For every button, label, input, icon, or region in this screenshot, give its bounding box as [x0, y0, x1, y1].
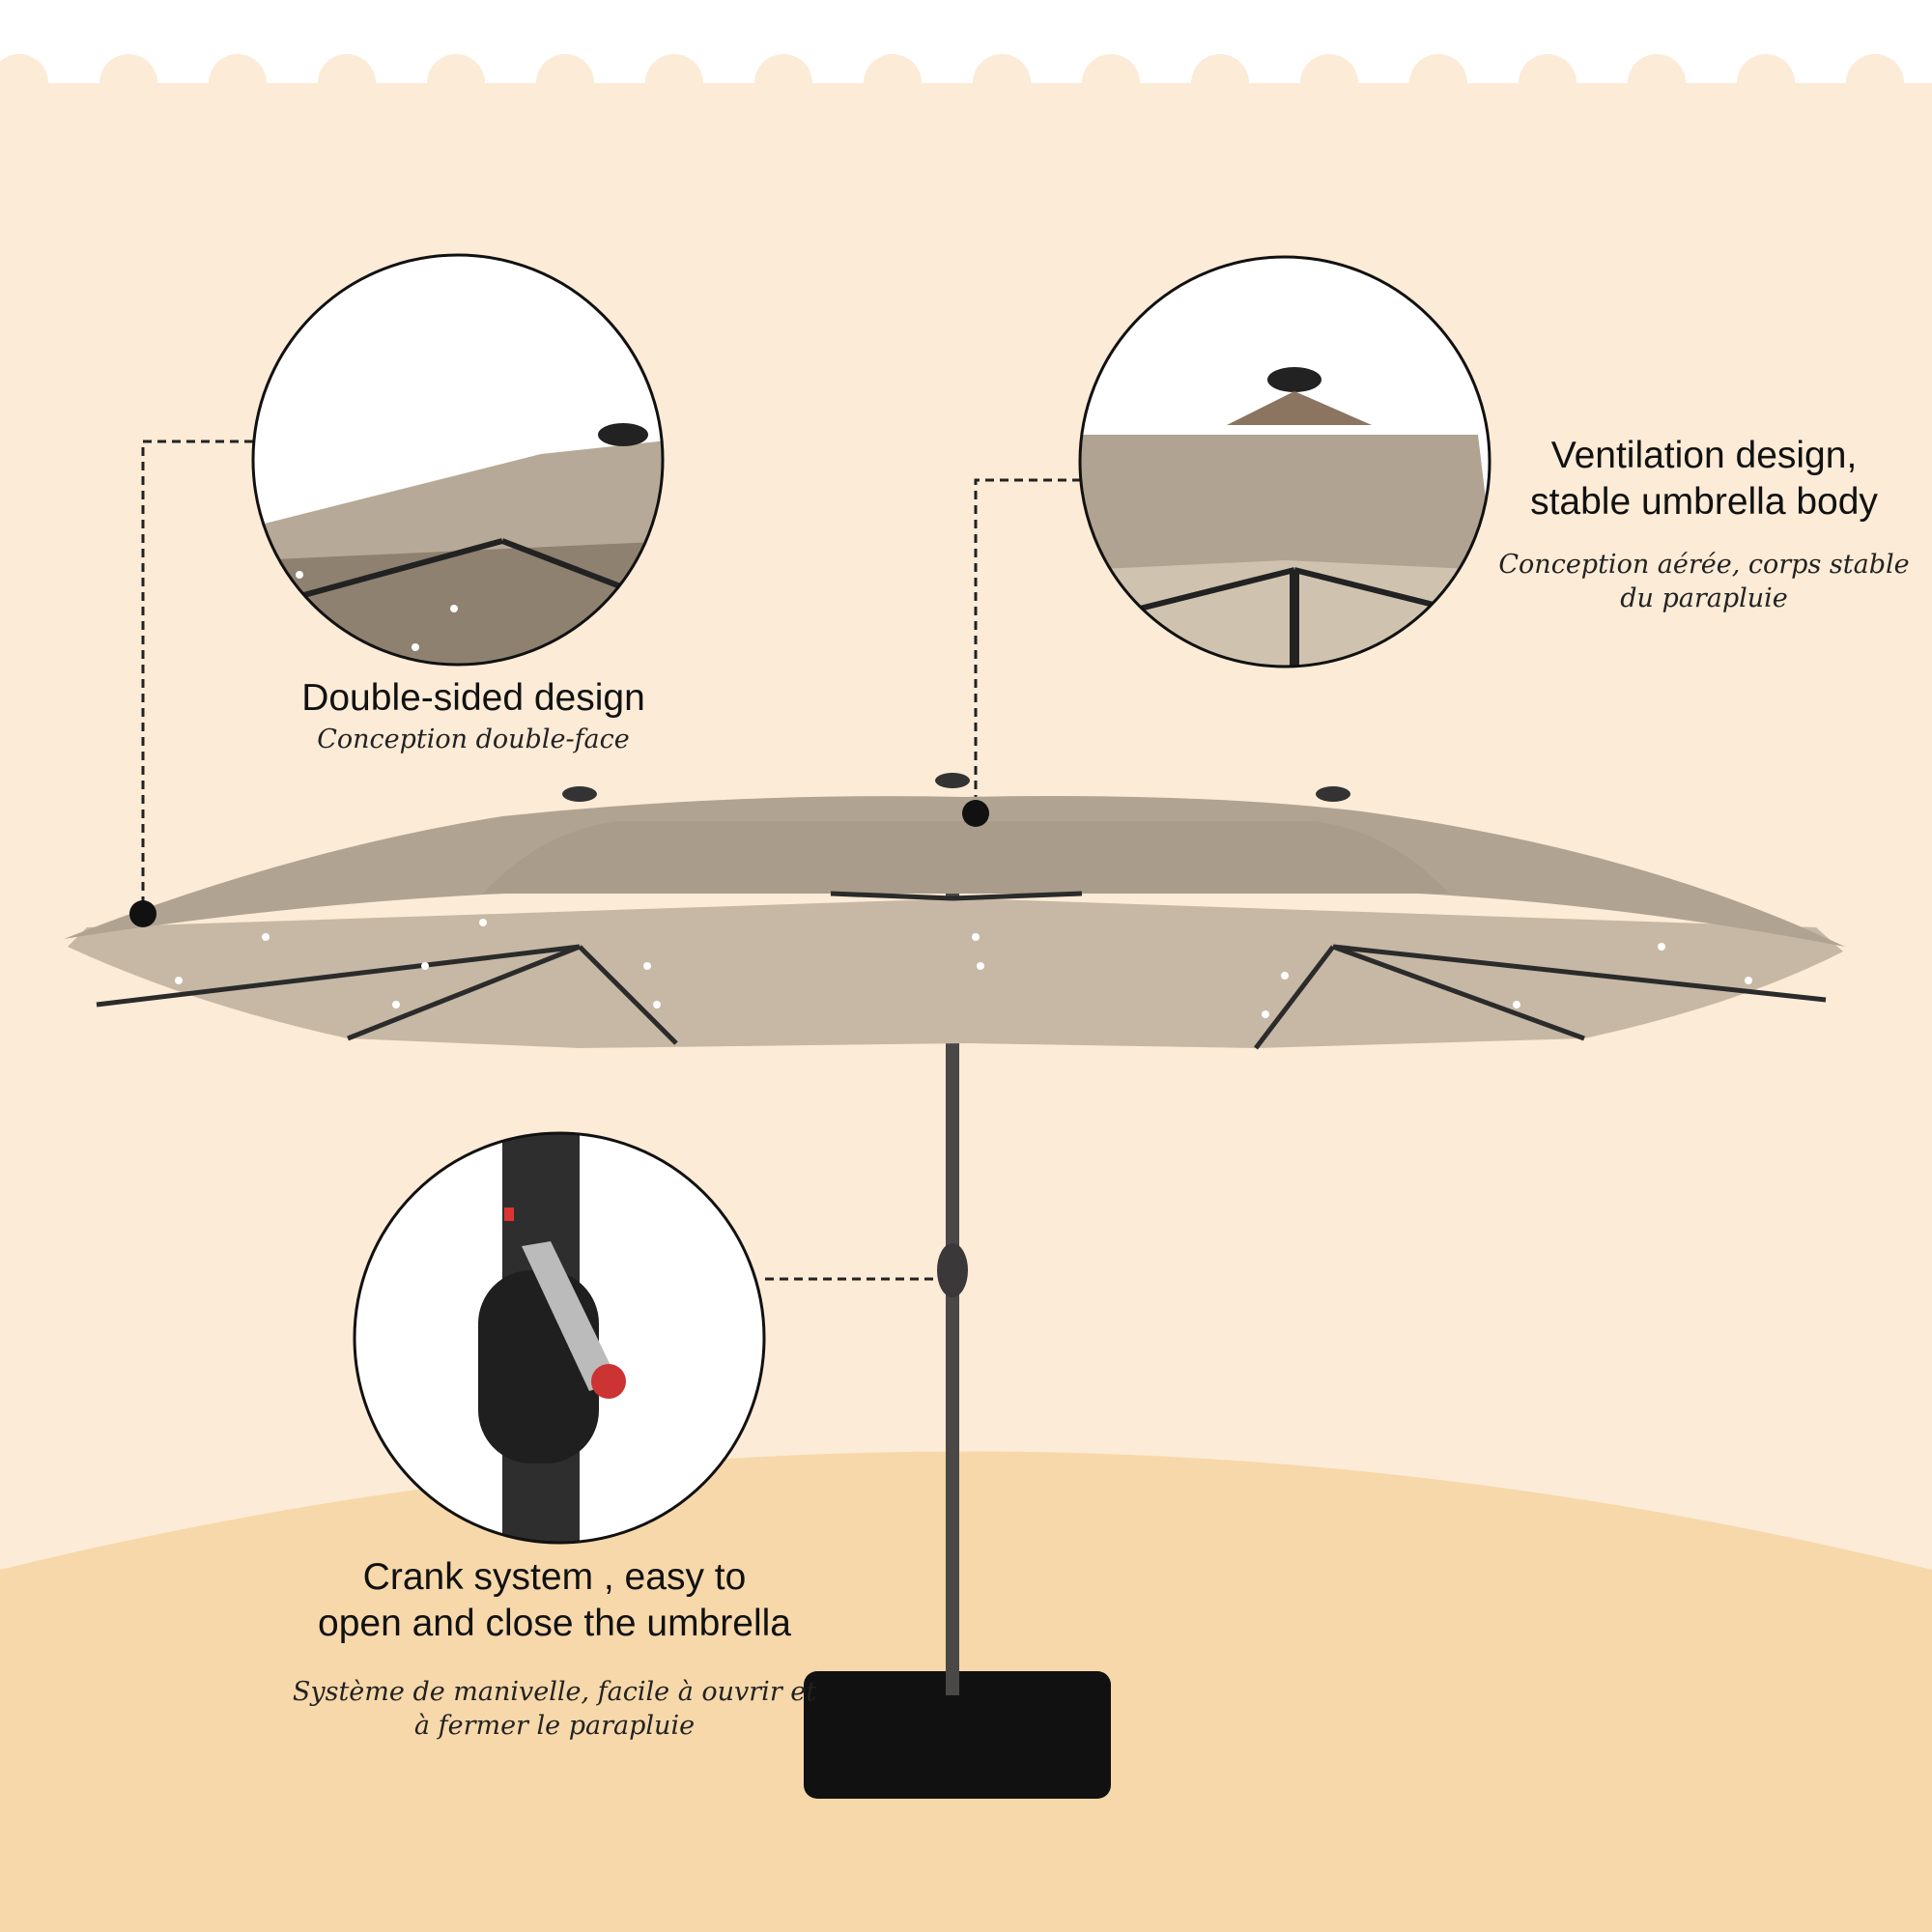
umbrella-base — [804, 1671, 1111, 1799]
solar-lights — [562, 773, 1350, 802]
scallop — [318, 54, 376, 112]
callout-dot-ventilation — [962, 800, 989, 827]
scallop — [1409, 54, 1467, 112]
scallop — [973, 54, 1031, 112]
led-lights — [175, 919, 1752, 1018]
umbrella — [64, 773, 1845, 1799]
scallop — [1082, 54, 1140, 112]
detail-circle-crank — [353, 1131, 766, 1545]
callout-dot-double-sided — [129, 900, 156, 927]
scallop — [1737, 54, 1795, 112]
title-line: Ventilation design, — [1550, 435, 1858, 476]
subtitle-line: Conception aérée, corps stable — [1498, 550, 1910, 580]
subtitle-line: Système de manivelle, facile à ouvrir et — [292, 1677, 817, 1707]
canopy-underside — [68, 898, 1843, 1048]
leader-line-ventilation — [974, 478, 1081, 810]
detail-circle-double-sided — [251, 253, 665, 667]
feature-title-double-sided: Double-sided design — [301, 677, 645, 719]
scallops — [0, 54, 1904, 112]
scallop — [427, 54, 485, 112]
umbrella-ribs — [96, 891, 1827, 1050]
detail-circle-ventilation — [1078, 255, 1492, 668]
scallop — [99, 54, 157, 112]
leader-line-double-sided — [141, 440, 253, 908]
scallop — [1300, 54, 1358, 112]
feature-title-ventilation: Ventilation design, stable umbrella body — [1463, 433, 1932, 526]
title-line: stable umbrella body — [1530, 481, 1878, 523]
subtitle-line: du parapluie — [1620, 583, 1788, 613]
scallop — [864, 54, 922, 112]
feature-subtitle-double-sided: Conception double-face — [317, 724, 630, 754]
scallop — [645, 54, 703, 112]
scallop — [536, 54, 594, 112]
feature-title-crank: Crank system , easy to open and close th… — [265, 1554, 844, 1647]
scallop — [1191, 54, 1249, 112]
scallop — [209, 54, 267, 112]
scallop — [754, 54, 812, 112]
feature-subtitle-ventilation: Conception aérée, corps stable du parapl… — [1463, 548, 1932, 615]
scallop — [1846, 54, 1904, 112]
canopy-center-panel — [483, 821, 1449, 894]
title-line: open and close the umbrella — [318, 1603, 791, 1644]
title-line: Crank system , easy to — [362, 1556, 747, 1598]
scallop — [1628, 54, 1686, 112]
scallop — [0, 54, 48, 112]
feature-subtitle-crank: Système de manivelle, facile à ouvrir et… — [265, 1675, 844, 1743]
scallop — [1519, 54, 1577, 112]
crank-housing — [937, 1243, 968, 1297]
leader-lines — [141, 440, 1081, 1281]
subtitle-line: à fermer le parapluie — [413, 1711, 696, 1741]
